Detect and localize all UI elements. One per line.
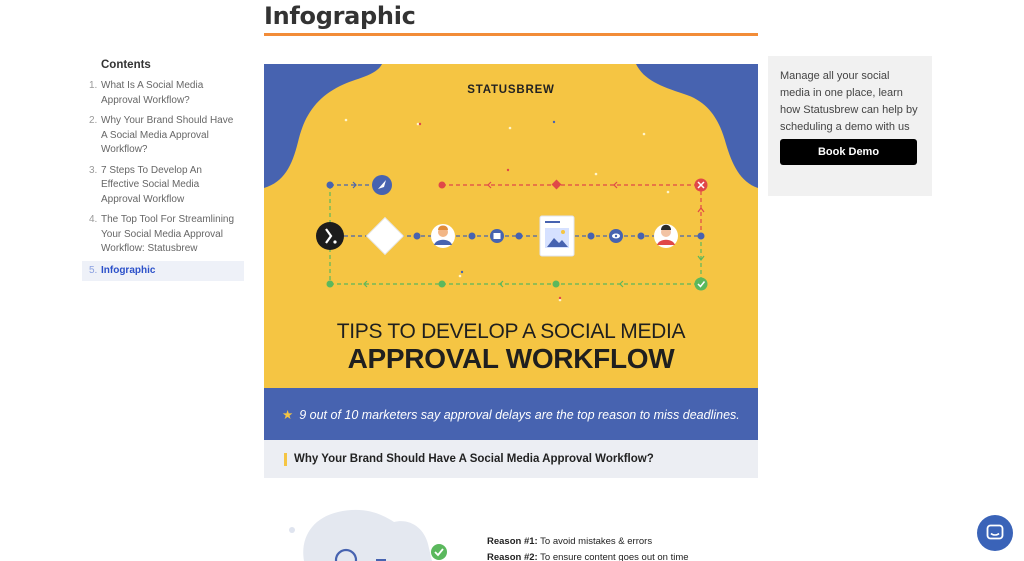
toc-label: The Top Tool For Streamlining Your Socia… xyxy=(101,214,235,254)
reason-item: Reason #1: To avoid mistakes & errors xyxy=(487,534,689,550)
stat-banner: ★ 9 out of 10 marketers say approval dela… xyxy=(264,388,758,440)
toc-heading: Contents xyxy=(101,59,151,71)
accent-dots xyxy=(418,120,562,300)
arrow-marks xyxy=(352,181,705,288)
infographic-headline-line2: APPROVAL WORKFLOW xyxy=(347,343,675,374)
toc-label: 7 Steps To Develop An Effective Social M… xyxy=(101,164,202,205)
reasons-illustration xyxy=(289,509,447,561)
cta-text: Manage all your social media in one plac… xyxy=(780,70,918,133)
toc-number: 4. xyxy=(89,214,98,225)
chat-launcher-button[interactable] xyxy=(977,515,1013,551)
reasons-section: Reason #1: To avoid mistakes & errors Re… xyxy=(264,478,758,561)
table-of-contents: Contents 1. What Is A Social Media Appro… xyxy=(82,56,244,281)
toc-number: 5. xyxy=(89,264,98,276)
toc-label: Infographic xyxy=(101,264,156,276)
infographic-headline-line1: TIPS TO DEVELOP A SOCIAL MEDIA xyxy=(336,320,686,343)
toc-label: What Is A Social Media Approval Workflow… xyxy=(101,80,204,106)
section-heading-bar: Why Your Brand Should Have A Social Medi… xyxy=(264,440,758,478)
check-icon xyxy=(431,544,447,560)
demo-cta-card: Manage all your social media in one plac… xyxy=(768,56,932,196)
blue-blob-left xyxy=(264,64,382,188)
bottom-nodes xyxy=(326,277,708,291)
toc-number: 3. xyxy=(89,164,98,176)
toc-item-top-tool[interactable]: 4. The Top Tool For Streamlining Your So… xyxy=(82,213,244,263)
toc-item-why-brand[interactable]: 2. Why Your Brand Should Have A Social M… xyxy=(82,114,244,164)
star-icon: ★ xyxy=(282,407,294,422)
infographic-brand: STATUSBREW xyxy=(467,84,555,96)
reason-item: Reason #2: To ensure content goes out on… xyxy=(487,550,689,561)
book-demo-button[interactable]: Book Demo xyxy=(780,139,917,165)
reason-text: To ensure content goes out on time xyxy=(540,552,689,561)
toc-number: 2. xyxy=(89,115,98,126)
reason-label: Reason #1: xyxy=(487,536,538,547)
middle-nodes xyxy=(316,215,705,257)
workflow-diagram xyxy=(264,64,758,302)
section-heading: Why Your Brand Should Have A Social Medi… xyxy=(294,453,654,465)
stat-text: 9 out of 10 marketers say approval delay… xyxy=(299,407,740,422)
reasons-list: Reason #1: To avoid mistakes & errors Re… xyxy=(487,534,689,561)
magnifier-icon xyxy=(334,548,358,561)
toc-number: 1. xyxy=(89,80,98,91)
blue-blob-right xyxy=(636,64,758,188)
infographic-image: STATUSBREW TIPS TO DEVELOP A SOCIAL MEDI… xyxy=(264,64,758,561)
toc-item-seven-steps[interactable]: 3. 7 Steps To Develop An Effective Socia… xyxy=(82,164,244,214)
reason-text: To avoid mistakes & errors xyxy=(540,536,653,547)
sparkle-dots xyxy=(332,118,670,302)
infographic-hero: STATUSBREW TIPS TO DEVELOP A SOCIAL MEDI… xyxy=(264,64,758,388)
toc-item-what-is[interactable]: 1. What Is A Social Media Approval Workf… xyxy=(82,79,244,114)
page-title: Infographic xyxy=(264,2,416,30)
top-nodes xyxy=(326,175,708,195)
reason-label: Reason #2: xyxy=(487,552,538,561)
toc-item-infographic[interactable]: 5. Infographic xyxy=(82,260,244,281)
toc-label: Why Your Brand Should Have A Social Medi… xyxy=(101,115,234,155)
chat-icon xyxy=(986,524,1004,540)
heading-accent-bar xyxy=(284,452,287,466)
title-underline xyxy=(264,33,758,36)
